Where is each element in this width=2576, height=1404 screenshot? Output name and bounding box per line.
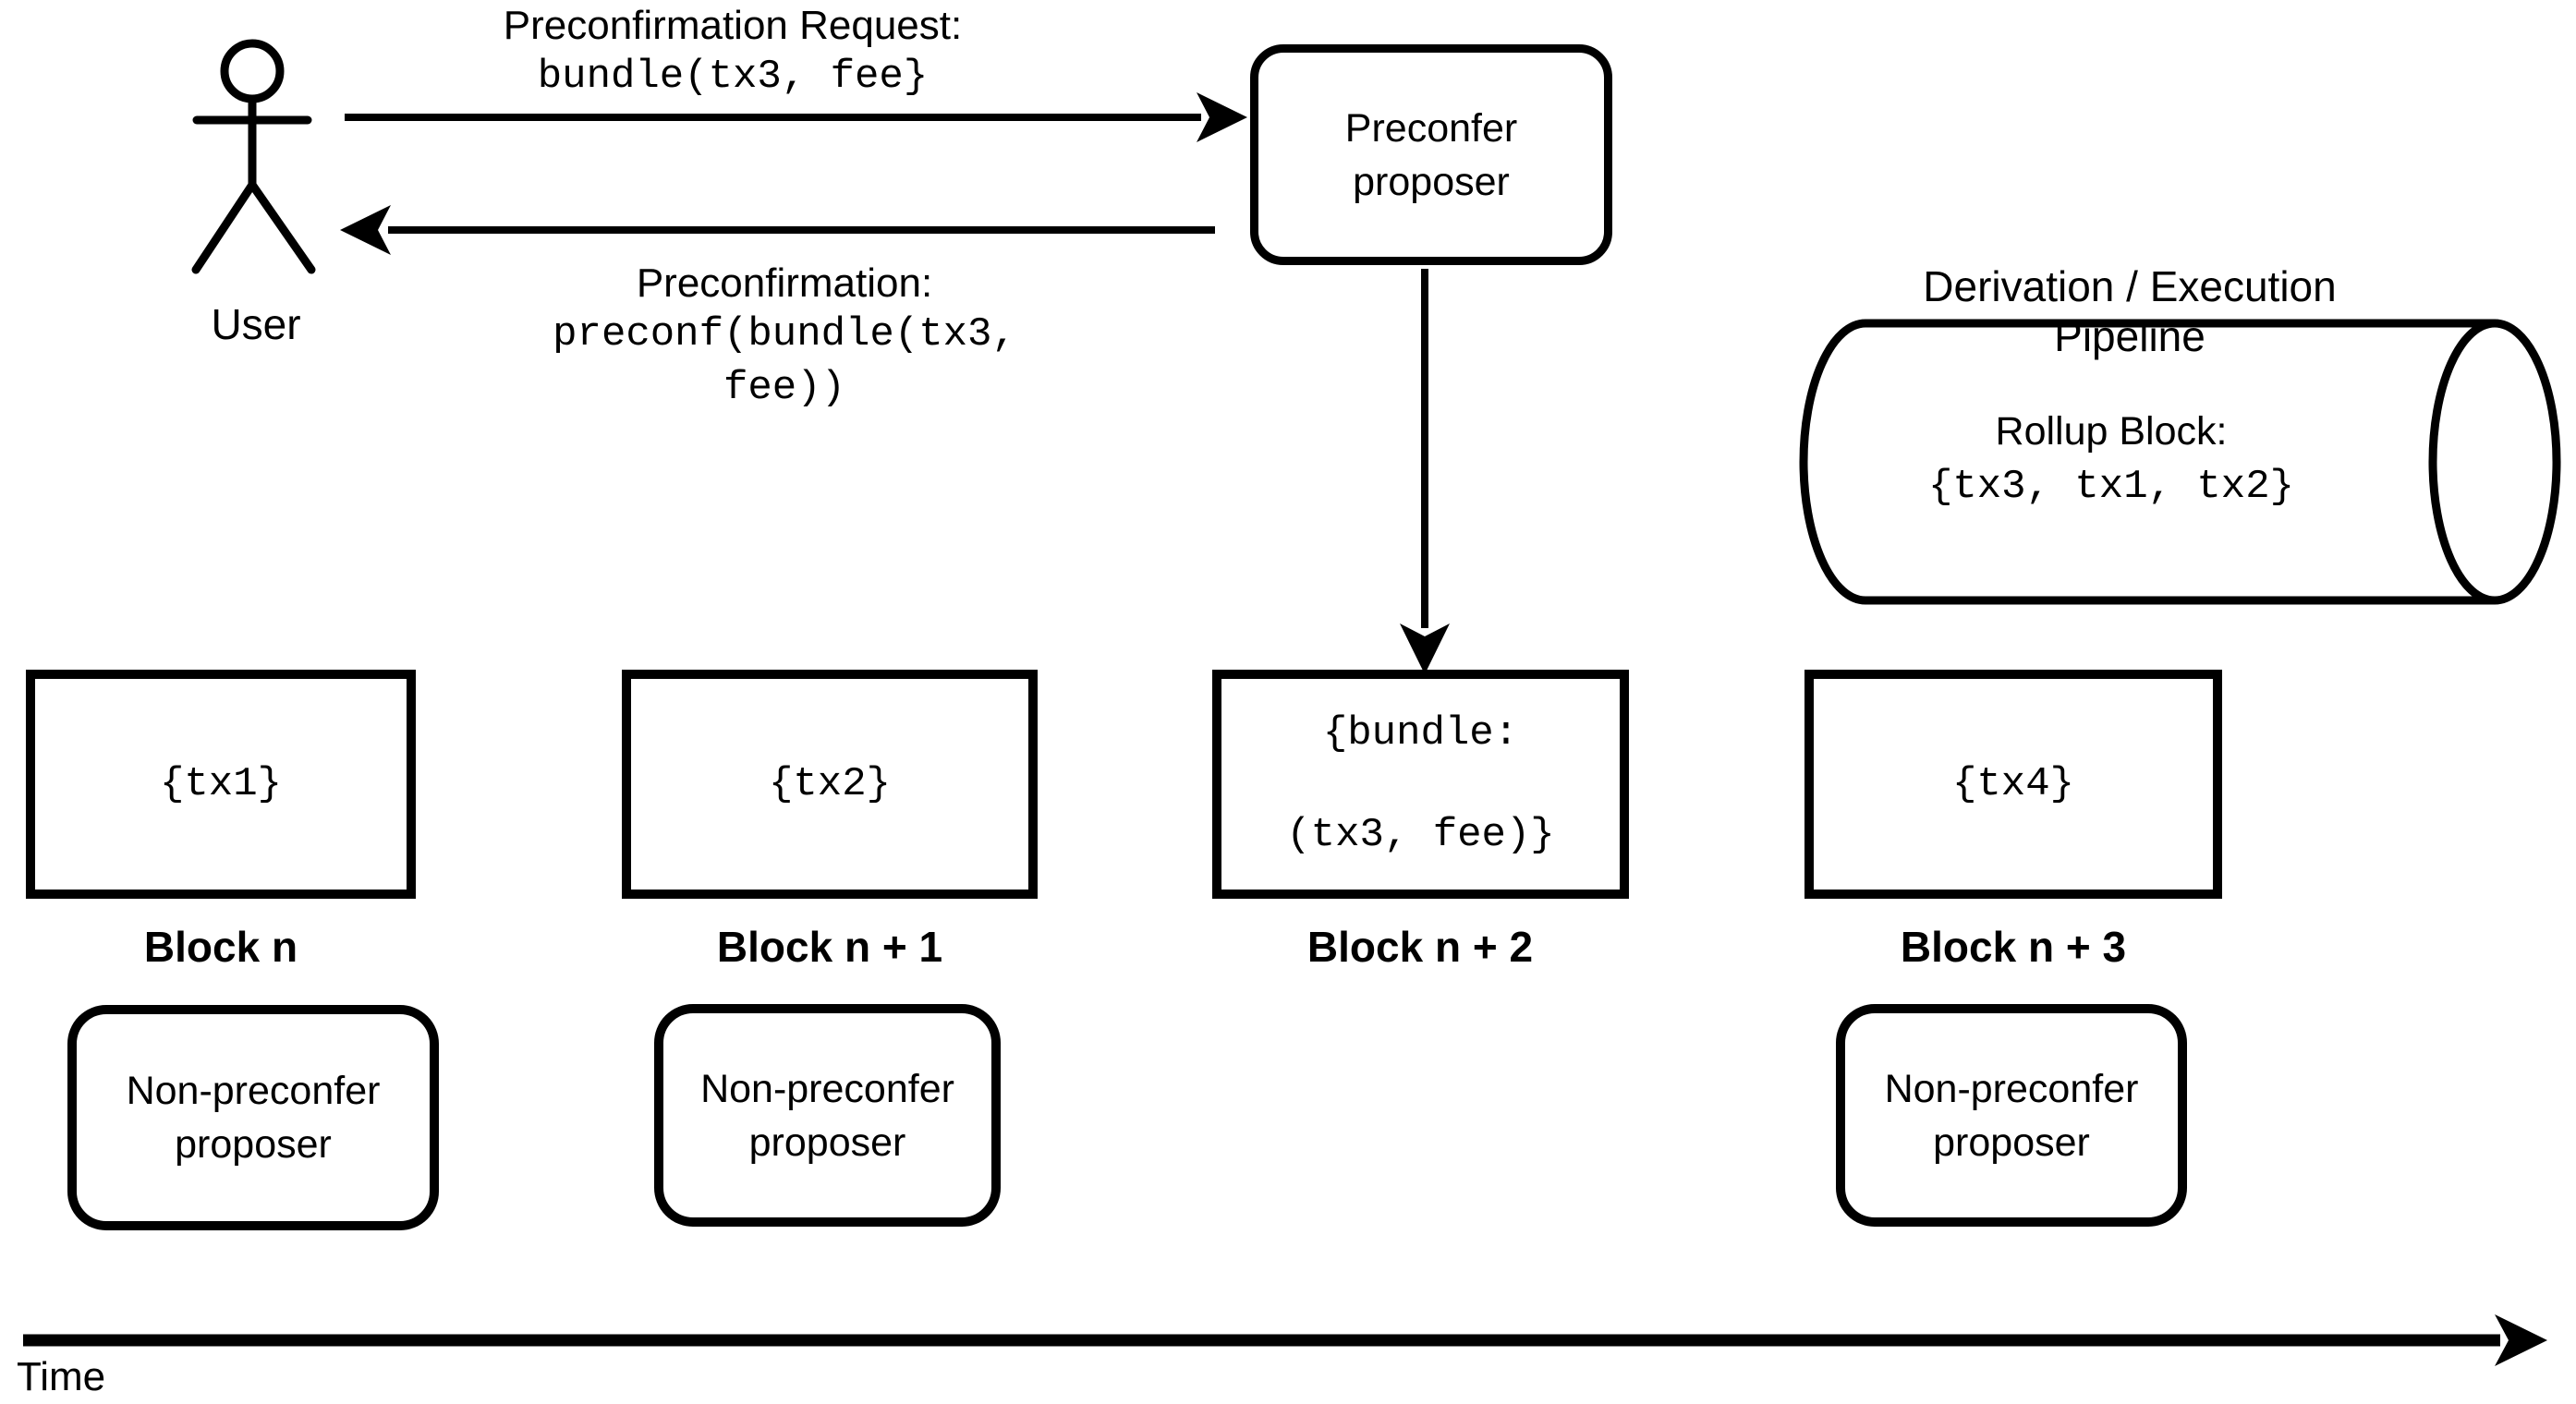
non-preconfer-1-line1: Non-preconfer xyxy=(126,1069,381,1113)
non-preconfer-node-3: Non-preconfer proposer xyxy=(1836,1004,2187,1227)
time-label: Time xyxy=(17,1354,106,1399)
proposer-to-block-arrow xyxy=(1400,269,1450,674)
request-code: bundle(tx3, fee} xyxy=(537,54,929,100)
time-arrow xyxy=(23,1314,2547,1366)
non-preconfer-3-line1: Non-preconfer xyxy=(1884,1066,2139,1111)
non-preconfer-2-line1: Non-preconfer xyxy=(700,1066,954,1111)
response-arrow-label: Preconfirmation: preconf(bundle(tx3, fee… xyxy=(507,260,1062,415)
block-n1-label: Block n + 1 xyxy=(716,923,943,971)
block-n3-code: {tx4} xyxy=(1951,761,2075,807)
block-n-label: Block n xyxy=(143,923,298,971)
block-n2-label: Block n + 2 xyxy=(1306,923,1534,971)
pipeline-cylinder xyxy=(1799,319,2561,605)
preconfer-proposer-node: Preconfer proposer xyxy=(1250,44,1612,265)
block-n3-label: Block n + 3 xyxy=(1900,923,2127,971)
response-arrow xyxy=(340,205,1215,255)
rollup-block-title: Rollup Block: xyxy=(1995,409,2228,454)
block-n-code: {tx1} xyxy=(159,761,283,807)
response-code: preconf(bundle(tx3, fee)) xyxy=(553,311,1016,411)
rollup-block-code: {tx3, tx1, tx2} xyxy=(1927,464,2295,510)
block-n1-code: {tx2} xyxy=(768,761,892,807)
request-title: Preconfirmation Request: xyxy=(503,3,963,48)
block-n1: {tx2} xyxy=(622,670,1038,899)
block-n2: {bundle: (tx3, fee)} xyxy=(1212,670,1629,899)
preconfer-proposer-line1: Preconfer xyxy=(1344,105,1518,151)
pipeline-title: Derivation / Execution Pipeline xyxy=(1923,262,2337,360)
non-preconfer-node-1: Non-preconfer proposer xyxy=(67,1005,439,1230)
block-n2-code: {bundle: (tx3, fee)} xyxy=(1286,710,1555,858)
non-preconfer-node-2: Non-preconfer proposer xyxy=(654,1004,1001,1227)
block-n3: {tx4} xyxy=(1804,670,2222,899)
non-preconfer-3-line2: proposer xyxy=(1933,1120,2090,1165)
non-preconfer-1-line2: proposer xyxy=(175,1122,332,1167)
rollup-block-text: Rollup Block: {tx3, tx1, tx2} xyxy=(1834,405,2388,515)
block-n: {tx1} xyxy=(26,670,416,899)
user-label: User xyxy=(211,300,301,348)
preconfer-proposer-line2: proposer xyxy=(1353,159,1510,204)
request-arrow xyxy=(345,92,1247,142)
non-preconfer-2-line2: proposer xyxy=(748,1120,906,1165)
response-title: Preconfirmation: xyxy=(636,260,933,306)
user-figure-icon xyxy=(191,39,316,274)
request-arrow-label: Preconfirmation Request: bundle(tx3, fee… xyxy=(456,2,1010,103)
